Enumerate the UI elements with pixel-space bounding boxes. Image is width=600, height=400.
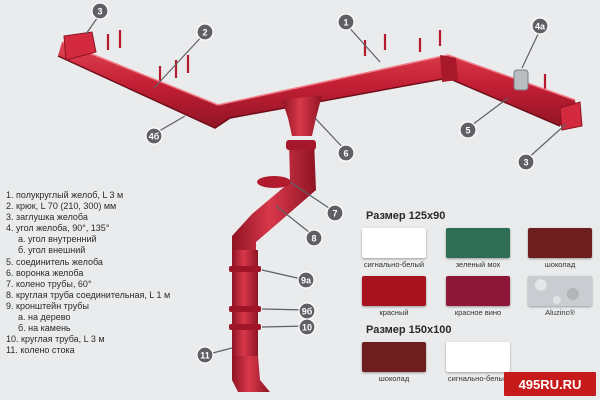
size-title-125x90: Размер 125x90 xyxy=(366,210,446,222)
callout-number: 8 xyxy=(311,234,316,244)
color-swatch-label: красное вино xyxy=(454,308,502,317)
legend-item: 11. колено стока xyxy=(6,345,75,356)
callout-markers xyxy=(91,2,549,364)
legend-item: 4. угол желоба, 90°, 135° xyxy=(6,223,110,234)
legend-subitem: б. угол внешний xyxy=(18,245,86,256)
color-swatch xyxy=(528,276,592,306)
color-swatch-label: сигнально-белый xyxy=(363,260,425,269)
callout-number: 3 xyxy=(97,7,102,17)
legend-item: 9. кронштейн трубы xyxy=(6,300,89,311)
callout-number: 7 xyxy=(332,209,337,219)
gutter-funnel xyxy=(282,95,322,136)
legend-item: 5. соединитель желоба xyxy=(6,256,103,267)
callout-number: 1 xyxy=(343,18,348,28)
site-logo: 495RU.RU xyxy=(504,372,596,396)
gutter xyxy=(57,41,577,129)
color-swatch xyxy=(446,342,510,372)
callout-number: 4а xyxy=(535,22,546,32)
color-swatch xyxy=(446,276,510,306)
legend-item: 10. круглая труба, L 3 м xyxy=(6,334,105,345)
legend-item: 8. круглая труба соединительная, L 1 м xyxy=(6,289,171,300)
color-swatch xyxy=(528,228,592,258)
legend-item: 1. полукруглый желоб, L 3 м xyxy=(6,190,124,200)
legend-item: 6. воронка желоба xyxy=(6,267,84,278)
color-swatch xyxy=(446,228,510,258)
callout-number: 2 xyxy=(202,28,207,38)
callout-number: 6 xyxy=(343,149,348,159)
color-swatch-label: красный xyxy=(379,308,409,317)
gutter-corner-inner xyxy=(440,55,458,82)
legend-item: 7. колено трубы, 60° xyxy=(6,278,92,289)
color-swatch-label: сигнально-белый xyxy=(447,374,509,383)
color-swatch xyxy=(362,228,426,258)
legend-subitem: б. на камень xyxy=(18,323,71,334)
color-swatch-label: зеленый мох xyxy=(455,260,501,269)
color-swatch xyxy=(362,342,426,372)
callout-number: 11 xyxy=(200,351,210,361)
callout-number: 10 xyxy=(302,323,312,333)
callout-numbers: 3 2 1 4а 4б 5 6 7 8 9а 9б 10 11 3 xyxy=(97,7,546,361)
callout-number: 4б xyxy=(149,132,160,142)
legend-item: 2. крюк, L 70 (210, 300) мм xyxy=(6,201,117,212)
callout-number: 9а xyxy=(301,276,312,286)
color-swatch-label: шоколад xyxy=(544,260,576,269)
color-swatch xyxy=(362,276,426,306)
callout-number: 9б xyxy=(302,307,313,317)
color-swatch-label: Aluzinc® xyxy=(545,308,575,317)
gutter-connector xyxy=(513,69,529,91)
legend-subitem: а. на дерево xyxy=(18,312,71,323)
legend-subitem: а. угол внутренний xyxy=(18,234,97,245)
callout-number: 3 xyxy=(523,158,528,168)
size-title-150x100: Размер 150x100 xyxy=(366,324,452,336)
color-swatch-label: шоколад xyxy=(378,374,410,383)
end-cap-left xyxy=(63,31,97,61)
downpipe xyxy=(229,140,316,392)
callout-number: 5 xyxy=(465,126,470,136)
end-cap-right xyxy=(559,101,583,131)
legend-item: 3. заглушка желоба xyxy=(6,212,88,223)
parts-legend: 1. полукруглый желоб, L 3 м 2. крюк, L 7… xyxy=(6,190,266,356)
